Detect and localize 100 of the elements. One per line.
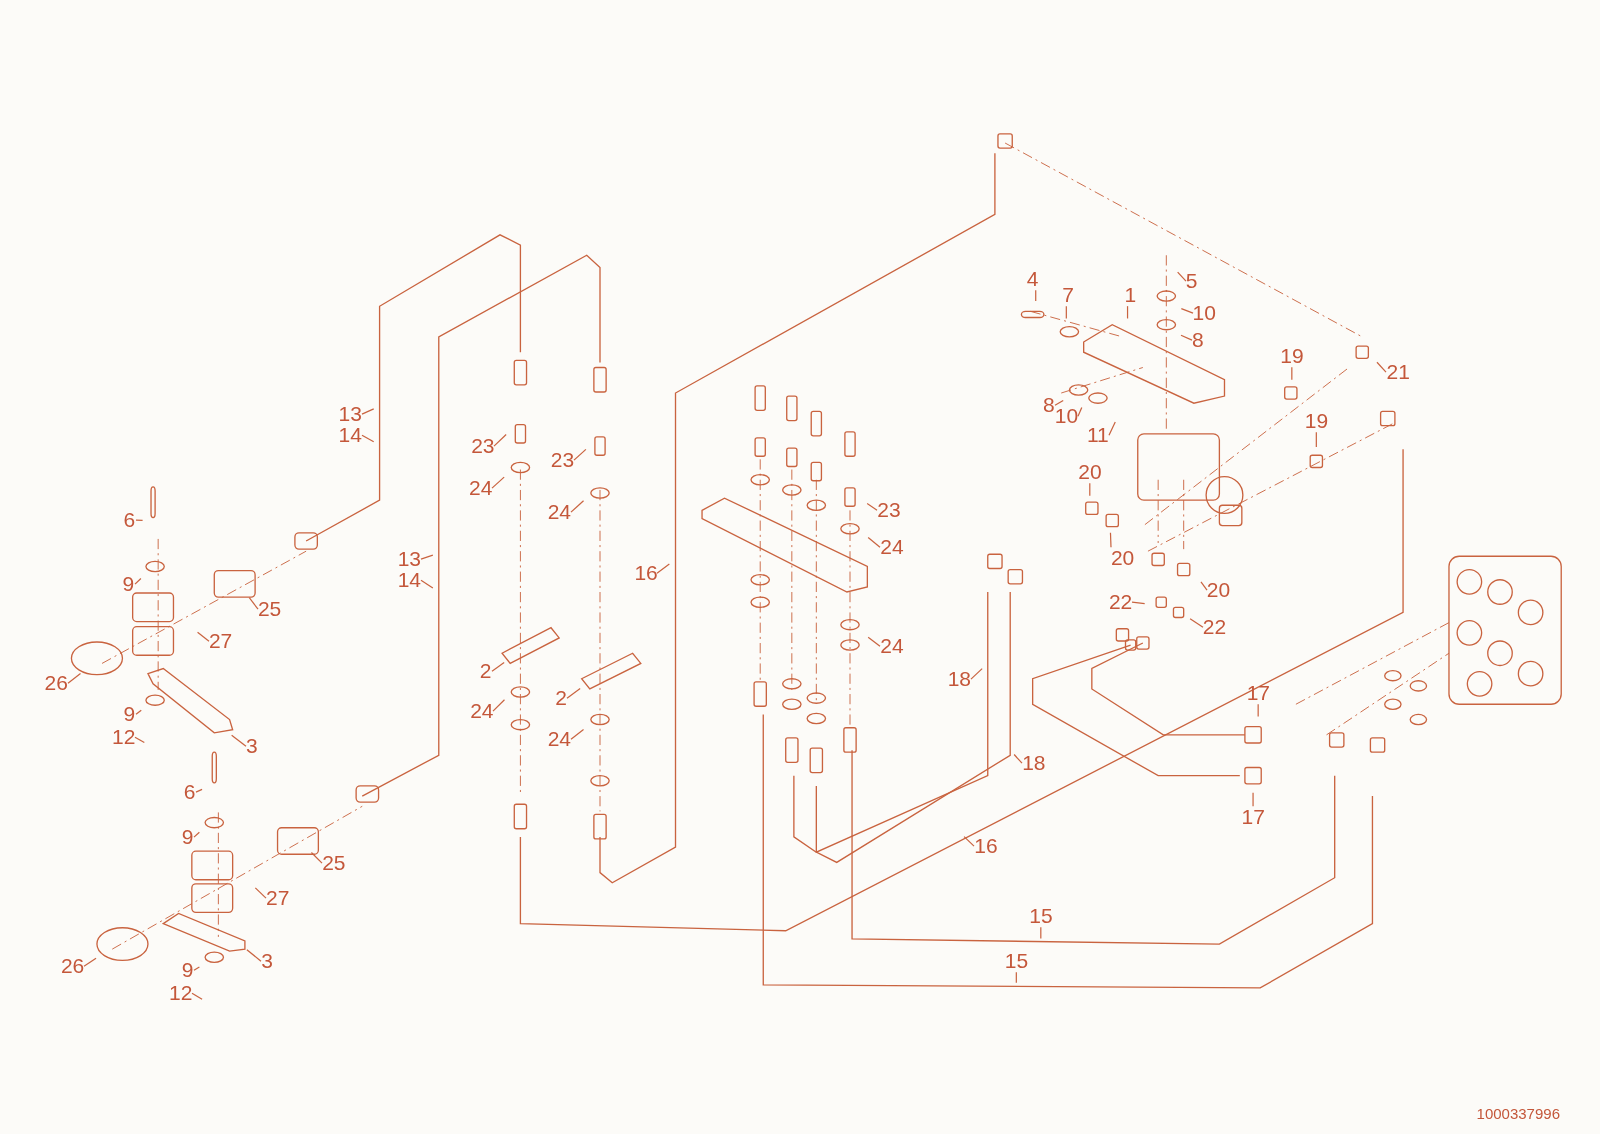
- leader-line: [361, 408, 375, 415]
- callout-number: 26: [44, 671, 68, 694]
- callout-number: 3: [261, 950, 274, 973]
- leader-line: [867, 537, 881, 548]
- leader-line: [493, 433, 507, 447]
- leader-line: [310, 851, 323, 864]
- callout-number: 8: [1191, 328, 1204, 351]
- callout-number: 24: [880, 535, 904, 558]
- leader-line: [135, 709, 142, 715]
- leader-line: [246, 949, 262, 962]
- leader-line: [193, 831, 200, 838]
- callout-number: 16: [974, 834, 998, 857]
- leader-line: [1177, 271, 1187, 282]
- leader-line: [970, 668, 983, 680]
- callout-number: 23: [877, 499, 901, 522]
- callout-number: 5: [1185, 269, 1198, 292]
- leader-line: [1376, 361, 1387, 373]
- leader-line: [1015, 971, 1017, 984]
- part-number: 1000337996: [1476, 1105, 1560, 1122]
- callout-number: 6: [183, 780, 196, 803]
- leader-line: [1077, 406, 1083, 417]
- callout-number: 25: [257, 598, 282, 621]
- leader-line: [570, 728, 585, 740]
- leader-line: [1315, 431, 1317, 448]
- callout-number: 20: [1078, 461, 1102, 484]
- callout-number: 9: [123, 703, 136, 726]
- callout-number: 15: [1029, 905, 1053, 928]
- callout-number: 18: [1022, 752, 1046, 775]
- leader-line: [67, 672, 82, 684]
- leader-line: [1126, 305, 1129, 320]
- callout-number: 24: [547, 501, 572, 524]
- callout-number: 24: [469, 476, 493, 499]
- leader-line: [248, 597, 259, 610]
- leader-line: [566, 688, 581, 699]
- callout-number: 12: [169, 981, 193, 1004]
- callout-number: 26: [60, 955, 85, 978]
- leader-line: [1108, 421, 1116, 436]
- leader-line: [1291, 366, 1293, 381]
- leader-line: [1065, 305, 1067, 320]
- leader-line: [656, 563, 670, 574]
- callout-number: 15: [1004, 950, 1029, 973]
- callout-number: 7: [1062, 283, 1075, 306]
- leader-line: [1252, 792, 1254, 807]
- leader-line: [134, 736, 145, 744]
- callout-number: 17: [1241, 806, 1265, 829]
- leader-line: [1200, 581, 1208, 591]
- callout-number: 22: [1108, 591, 1133, 614]
- leader-line: [1109, 532, 1112, 548]
- callout-number: 11: [1086, 423, 1109, 446]
- leader-line: [134, 577, 142, 585]
- callout-number: 25: [322, 852, 346, 875]
- leader-line: [1054, 399, 1064, 406]
- leader-line: [1040, 926, 1042, 939]
- callout-number: 10: [1192, 302, 1216, 325]
- callout-number: 2: [555, 686, 567, 709]
- leader-line: [1131, 601, 1146, 605]
- leader-line: [491, 476, 505, 489]
- callout-number: 9: [181, 825, 194, 848]
- callout-number: 24: [470, 700, 494, 723]
- leader-line: [231, 734, 247, 747]
- callout-number: 20: [1110, 547, 1135, 570]
- leader-line: [1180, 307, 1194, 314]
- callout-number: 24: [880, 634, 904, 657]
- callout-number: 20: [1206, 578, 1231, 601]
- leader-line: [491, 662, 505, 672]
- callout-number: 9: [181, 959, 194, 982]
- callout-number: 22: [1202, 615, 1227, 638]
- callout-number: 3: [246, 734, 258, 757]
- leader-line: [570, 500, 585, 513]
- leader-line: [196, 631, 210, 642]
- callout-number: 14: [338, 423, 362, 446]
- callout-number: 23: [471, 434, 495, 457]
- callout-number: 2: [479, 660, 492, 683]
- callout-number: 23: [550, 449, 575, 472]
- callout-number: 27: [208, 629, 233, 652]
- leader-line: [361, 434, 375, 443]
- callout-number: 16: [634, 562, 658, 585]
- callout-number: 27: [266, 886, 290, 909]
- leader-line: [420, 554, 434, 560]
- leader-line: [195, 788, 203, 793]
- callout-number: 9: [122, 572, 135, 595]
- leader-line: [420, 579, 434, 589]
- callout-number: 21: [1386, 361, 1410, 384]
- callout-number: 19: [1304, 410, 1329, 433]
- leader-line: [191, 992, 203, 1000]
- leader-line: [573, 448, 587, 461]
- callout-number: 12: [111, 725, 136, 748]
- leader-line: [1257, 703, 1259, 718]
- leader-line: [1189, 618, 1204, 628]
- leader-line: [963, 836, 975, 847]
- leader-line: [866, 502, 878, 511]
- callout-number: 10: [1054, 405, 1079, 428]
- leader-line: [135, 519, 144, 522]
- callout-number: 14: [397, 568, 422, 591]
- leader-line: [1035, 289, 1037, 302]
- callout-number: 13: [338, 403, 362, 426]
- callout-number: 17: [1246, 681, 1270, 704]
- callout-number: 18: [947, 667, 972, 690]
- callout-number: 19: [1280, 345, 1304, 368]
- leader-line: [193, 966, 200, 971]
